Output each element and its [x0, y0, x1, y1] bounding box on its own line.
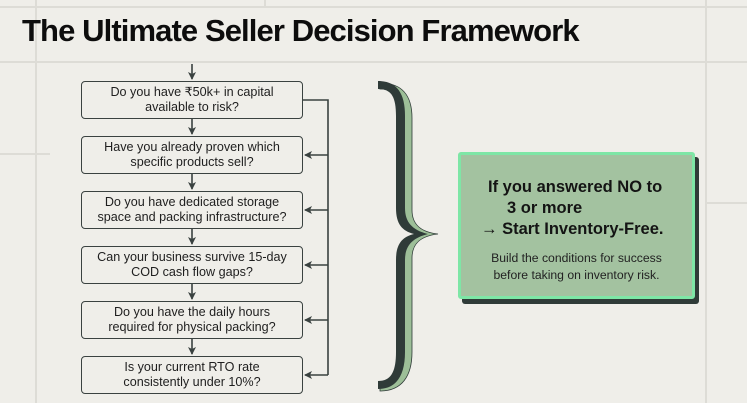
result-headline: If you answered NO to 3 or more → Start … — [461, 177, 692, 240]
question-line: specific products sell? — [130, 155, 254, 169]
question-line: Can your business survive 15-day — [97, 250, 287, 264]
grid-line — [705, 0, 707, 403]
headline-line: → Start Inventory-Free. — [481, 220, 664, 238]
question-line: Is your current RTO rate — [124, 360, 260, 374]
curly-brace-icon — [378, 81, 439, 392]
headline-line: If you answered NO to — [488, 178, 663, 196]
question-line: COD cash flow gaps? — [131, 265, 253, 279]
headline-line: 3 or more — [507, 199, 583, 217]
grid-line — [0, 61, 747, 63]
page-title: The Ultimate Seller Decision Framework — [22, 13, 580, 48]
grid-line — [35, 0, 37, 403]
grid-line — [264, 0, 266, 6]
question-line: space and packing infrastructure? — [97, 210, 287, 224]
grid-line — [0, 6, 747, 8]
body-line: Build the conditions for success — [491, 251, 662, 265]
question-line: Have you already proven which — [104, 140, 280, 154]
question-line: Do you have the daily hours — [113, 305, 271, 319]
grid-line — [705, 202, 747, 204]
result-card: If you answered NO to 3 or more → Start … — [458, 152, 695, 299]
question-line: available to risk? — [145, 100, 239, 114]
result-body: Build the conditions for success before … — [461, 250, 692, 283]
question-line: Do you have dedicated storage — [104, 195, 280, 209]
grid-line — [0, 153, 50, 155]
body-line: before taking on inventory risk. — [493, 267, 660, 282]
question-line: required for physical packing? — [108, 320, 276, 334]
question-line: consistently under 10%? — [123, 375, 261, 389]
question-line: Do you have ₹50k+ in capital — [110, 85, 274, 99]
